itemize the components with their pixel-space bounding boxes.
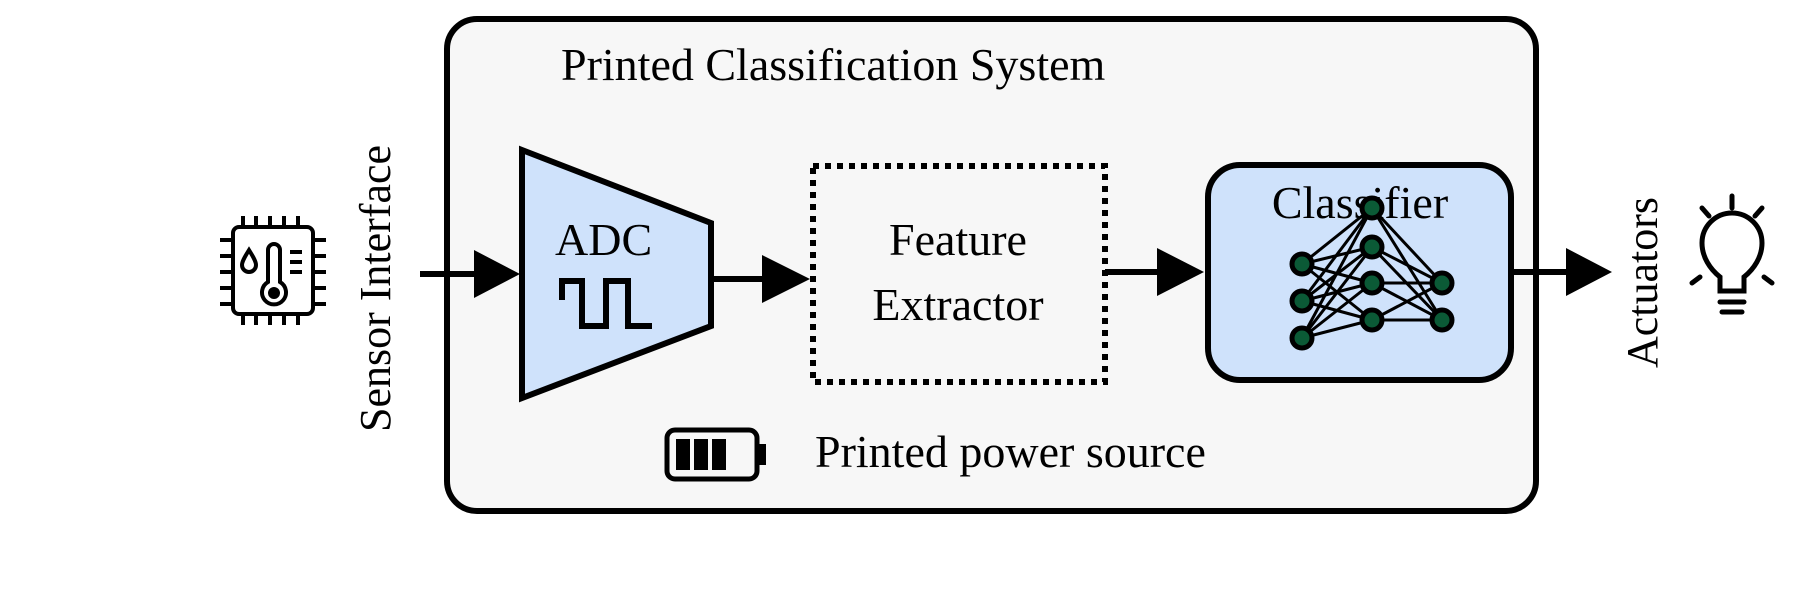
arrow-sensor-to-adc	[420, 250, 520, 298]
power-source-label: Printed power source	[815, 426, 1206, 477]
square-wave-icon	[559, 278, 652, 329]
feature-extractor-line2: Extractor	[872, 279, 1043, 330]
arrow-feature-to-classifier	[1105, 248, 1204, 296]
neural-network-icon	[1289, 195, 1455, 351]
adc-block	[519, 145, 714, 403]
actuators-label: Actuators	[1618, 197, 1667, 368]
arrow-adc-to-feature	[711, 255, 810, 303]
classifier-label: Classifier	[1272, 177, 1448, 228]
arrow-classifier-to-actuators	[1511, 248, 1612, 296]
sensor-chip-icon	[220, 216, 326, 325]
sensor-interface-label: Sensor Interface	[351, 145, 400, 432]
battery-icon	[664, 427, 766, 482]
feature-extractor-line1: Feature	[889, 214, 1027, 265]
adc-label: ADC	[555, 214, 652, 265]
system-container	[444, 16, 1539, 514]
system-title: Printed Classification System	[561, 39, 1106, 90]
light-bulb-icon	[1689, 193, 1775, 315]
